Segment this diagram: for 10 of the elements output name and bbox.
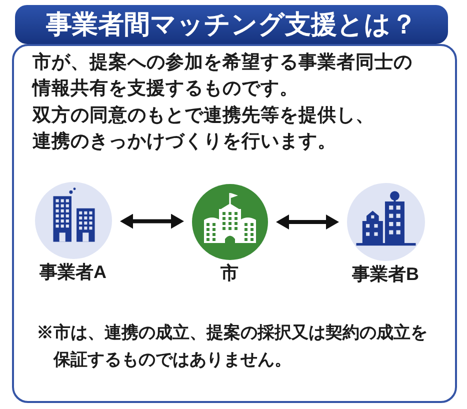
double-arrow [276, 214, 339, 230]
body-text: 双方の同意のもとで連携先等を提供し、連携のきっかけづくりを行います。 [32, 102, 376, 153]
body-text: 市が、提案への参加を希望する事業者同士の情報共有を支援するものです。 [32, 50, 414, 100]
double-arrow [120, 214, 184, 229]
icon-caption: 事業者B [352, 264, 419, 284]
icon-caption: 市 [220, 262, 238, 282]
title-banner: 事業者間マッチング支援とは？ [15, 5, 448, 44]
rounded-frame [12, 44, 457, 403]
icon-caption: 事業者A [40, 262, 106, 282]
note-text: ※市は、連携の成立、提案の採択又は契約の成立を保証するものではありません。 [36, 322, 428, 370]
